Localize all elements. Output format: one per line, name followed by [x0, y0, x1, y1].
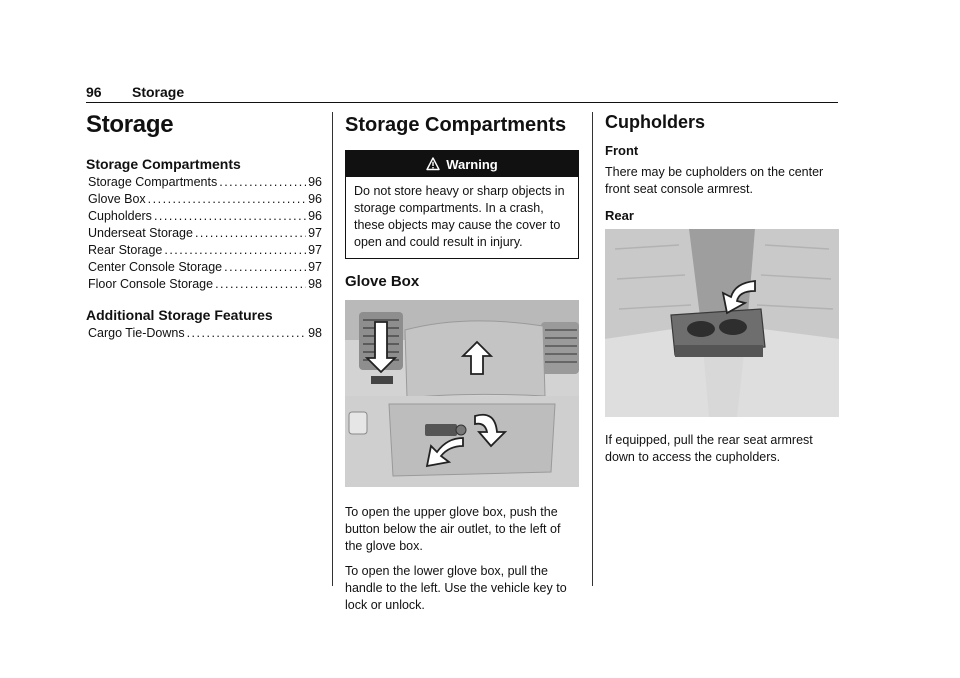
toc-entry-label: Rear Storage	[88, 243, 163, 257]
glove-box-paragraph-1: To open the upper glove box, push the bu…	[345, 505, 561, 553]
warning-triangle-icon	[426, 157, 440, 171]
toc-section-heading: Additional Storage Features	[86, 307, 273, 323]
toc-entry[interactable]: Rear Storage ...........................…	[86, 242, 322, 259]
toc-leader: ........................................…	[194, 226, 306, 240]
glove-box-heading: Glove Box	[345, 273, 420, 290]
front-text: There may be cupholders on the center fr…	[605, 165, 824, 196]
toc-entry[interactable]: Floor Console Storage ..................…	[86, 276, 322, 293]
toc-leader: ........................................…	[224, 260, 306, 274]
toc-entry-label: Center Console Storage	[88, 260, 223, 274]
toc-entry-page: 97	[308, 243, 322, 257]
section-title: Storage Compartments	[345, 114, 567, 136]
warning-text: Do not store heavy or sharp objects in s…	[354, 184, 565, 249]
toc-entry[interactable]: Storage Compartments ...................…	[86, 174, 322, 191]
toc-entry-page: 97	[308, 226, 322, 240]
column-divider	[592, 112, 593, 586]
toc-section-heading: Storage Compartments	[86, 156, 241, 172]
toc-entry-page: 98	[308, 326, 322, 340]
page-number: 96	[86, 84, 102, 100]
toc-entry[interactable]: Cupholders .............................…	[86, 208, 322, 225]
toc-entry-label: Underseat Storage	[88, 226, 193, 240]
toc-entry[interactable]: Center Console Storage .................…	[86, 259, 322, 276]
warning-header: Warning	[346, 151, 578, 177]
toc-entry-label: Cupholders	[88, 209, 152, 223]
toc-leader: ........................................…	[219, 175, 306, 189]
rear-text: If equipped, pull the rear seat armrest …	[605, 433, 813, 464]
column-divider	[332, 112, 333, 586]
toc-entry-label: Glove Box	[88, 192, 146, 206]
toc-entry-page: 98	[308, 277, 322, 291]
toc-leader: ........................................…	[147, 192, 306, 206]
warning-box: Warning Do not store heavy or sharp obje…	[345, 150, 579, 259]
cupholders-heading: Cupholders	[605, 112, 706, 132]
page-header: 96 Storage	[86, 84, 838, 103]
toc-entry-label: Storage Compartments	[88, 175, 218, 189]
rear-heading: Rear	[605, 208, 634, 223]
toc-entry-page: 97	[308, 260, 322, 274]
toc-leader: ........................................…	[215, 277, 306, 291]
toc-entry-page: 96	[308, 175, 322, 189]
glove-box-illustration	[345, 300, 579, 487]
glove-box-paragraph-2: To open the lower glove box, pull the ha…	[345, 564, 567, 612]
toc-entry[interactable]: Glove Box ..............................…	[86, 191, 322, 208]
toc-leader: ........................................…	[164, 243, 306, 257]
toc-entry[interactable]: Cargo Tie-Downs ........................…	[86, 325, 322, 342]
toc-entry-page: 96	[308, 209, 322, 223]
toc-leader: ........................................…	[186, 326, 307, 340]
warning-label: Warning	[446, 156, 498, 172]
cupholders-column: Cupholders Front There may be cupholders…	[605, 108, 839, 474]
header-title: Storage	[132, 84, 185, 100]
toc-entry[interactable]: Underseat Storage ......................…	[86, 225, 322, 242]
toc-entry-page: 96	[308, 192, 322, 206]
toc-list: Storage Compartments ...................…	[86, 174, 322, 293]
toc-entry-label: Floor Console Storage	[88, 277, 214, 291]
toc-title: Storage	[86, 111, 174, 138]
front-heading: Front	[605, 143, 639, 158]
toc-column: Storage Storage Compartments Storage Com…	[86, 108, 322, 342]
storage-compartments-column: Storage Compartments Warning Do not stor…	[345, 108, 579, 622]
toc-leader: ........................................…	[153, 209, 306, 223]
toc-entry-label: Cargo Tie-Downs	[88, 326, 185, 340]
rear-cupholder-illustration	[605, 229, 839, 417]
